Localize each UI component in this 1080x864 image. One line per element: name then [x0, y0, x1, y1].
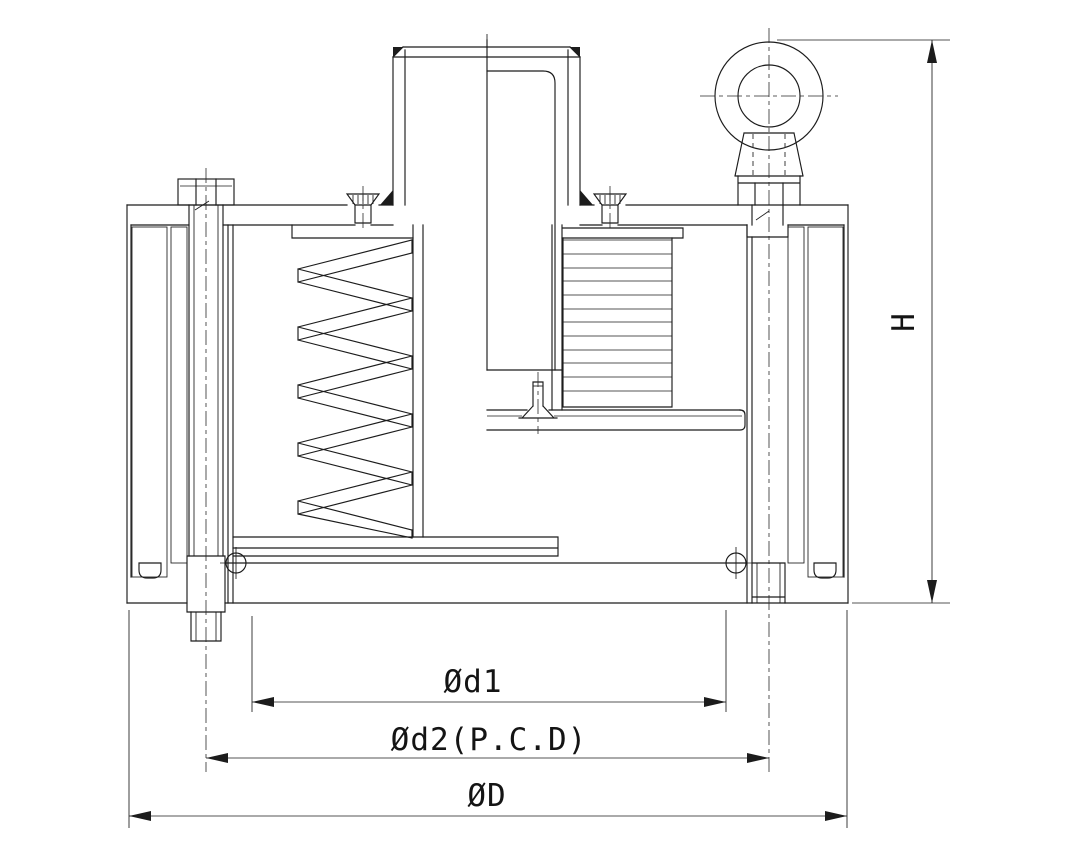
- dimension-H: H: [777, 39, 950, 604]
- hex-bolt: [177, 178, 235, 642]
- mesh-retainer-right: [813, 562, 837, 579]
- center-stem: [412, 39, 563, 538]
- thread-runout-mark: [755, 210, 770, 221]
- dim-label-D: ØD: [467, 778, 506, 814]
- dowel-pin-right: [720, 547, 752, 579]
- countersunk-screw-right: [592, 186, 628, 230]
- rubber-hatch-right: [787, 226, 805, 564]
- dim-label-H: H: [886, 312, 922, 332]
- dim-label-d2: Ød2(P.C.D): [391, 722, 588, 758]
- dim-label-d1: Ød1: [444, 664, 503, 700]
- chamfer-right: [570, 47, 580, 57]
- mesh-cushion-left: [131, 226, 168, 579]
- rubber-hatch-left: [170, 226, 188, 564]
- piston-plate: [486, 409, 746, 431]
- coil-spring-sectioned: [297, 239, 413, 539]
- spring-seat-upper: [291, 224, 684, 239]
- dimension-D: ØD: [128, 610, 848, 828]
- weld-fillet-right: [580, 190, 593, 205]
- dimension-d1: Ød1: [251, 610, 727, 712]
- thread-runout-mark: [194, 200, 210, 211]
- spring-seat-plate: [232, 536, 559, 557]
- center-set-screw: [518, 372, 558, 434]
- mesh-retainer-left: [138, 562, 162, 579]
- eye-bolt: [700, 41, 838, 604]
- countersunk-screw-left: [345, 186, 381, 230]
- chamfer-left: [393, 47, 403, 57]
- weld-fillet-left: [380, 190, 393, 205]
- dimension-d2-pcd: Ød2(P.C.D): [206, 722, 769, 763]
- housing-outline: [126, 204, 849, 604]
- dowel-pin-left: [220, 547, 252, 579]
- coil-spring-profile: [562, 237, 673, 408]
- mesh-cushion-right: [807, 226, 844, 579]
- centerlines: [205, 28, 770, 772]
